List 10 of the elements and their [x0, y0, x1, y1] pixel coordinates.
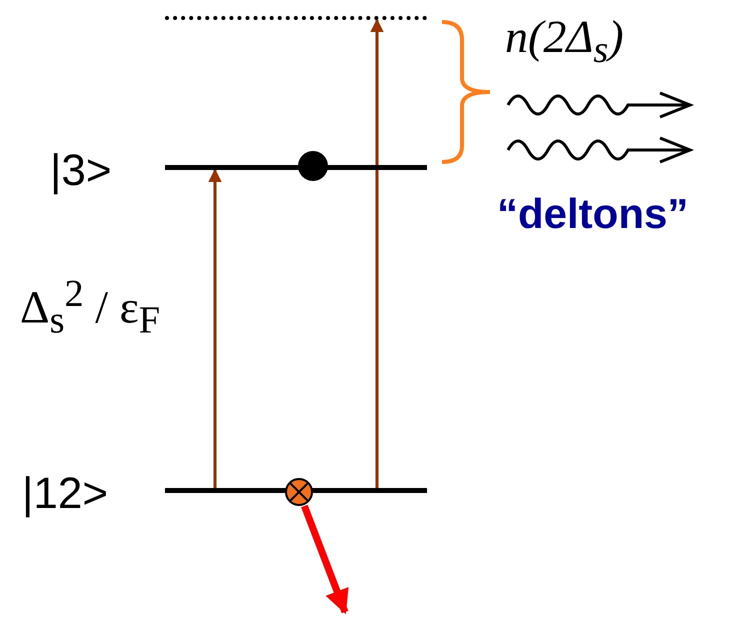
state-label: |12> — [22, 469, 108, 519]
state-label: |3> — [50, 146, 112, 196]
crossed-circle-icon — [284, 477, 314, 507]
formula-label: n(2Δ$_{s}$) — [505, 10, 624, 72]
arrow — [301, 504, 349, 614]
arrow — [208, 168, 222, 488]
virtual-level-line — [165, 16, 427, 20]
arrow — [370, 18, 384, 488]
caption-label: “deltons” — [497, 190, 688, 238]
formula-label: Δ$_{s}$$^{2}$ / ε$_{F}$ — [20, 272, 160, 343]
